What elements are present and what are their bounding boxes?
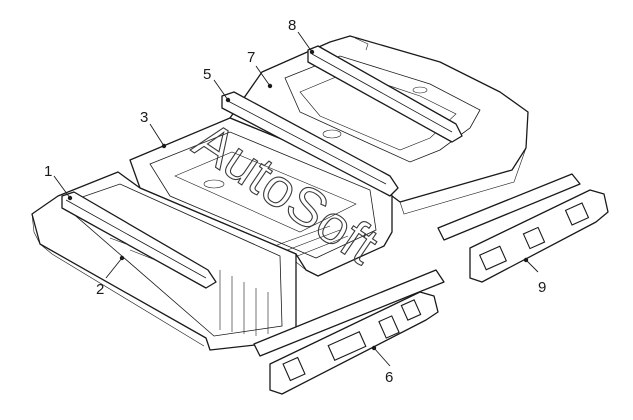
roof-rail-middle	[221, 91, 399, 197]
callout-label-2: 2	[96, 281, 104, 298]
seal-strip-rear	[437, 173, 581, 241]
seal-strip-front	[253, 269, 445, 357]
callout-2: 2	[96, 255, 125, 298]
callout-3: 3	[140, 109, 167, 149]
callout-8: 8	[288, 17, 315, 55]
callout-9: 9	[523, 257, 546, 296]
trim-bracket-front	[269, 291, 439, 395]
callout-label-1: 1	[44, 163, 52, 180]
roof-rail-front	[61, 191, 217, 289]
callout-6: 6	[371, 345, 393, 386]
trim-bracket-rear	[469, 189, 609, 283]
roof-rail-rear	[307, 45, 463, 143]
callout-label-5: 5	[203, 66, 211, 83]
callout-5: 5	[203, 66, 231, 103]
callout-1: 1	[44, 163, 73, 201]
callout-label-3: 3	[140, 109, 148, 126]
callout-label-9: 9	[538, 279, 546, 296]
callout-label-7: 7	[247, 49, 255, 66]
callout-label-8: 8	[288, 17, 296, 34]
callout-7: 7	[247, 49, 273, 89]
callout-label-6: 6	[385, 369, 393, 386]
